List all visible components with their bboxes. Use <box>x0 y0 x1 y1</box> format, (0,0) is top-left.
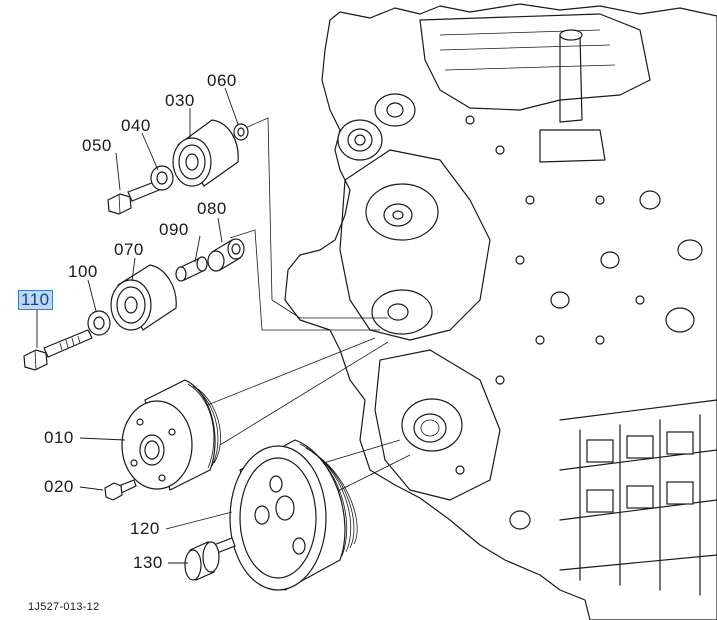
callout-050[interactable]: 050 <box>82 136 112 155</box>
part-070-pulley <box>110 264 177 331</box>
callout-070[interactable]: 070 <box>114 240 144 259</box>
callout-080[interactable]: 080 <box>197 199 227 218</box>
part-010-pulley <box>121 379 221 491</box>
part-020-bolt <box>104 479 137 501</box>
part-100-washer <box>87 310 111 336</box>
callout-120[interactable]: 120 <box>130 519 160 538</box>
callout-040[interactable]: 040 <box>121 116 151 135</box>
part-110-bolt <box>23 329 93 371</box>
engine-block <box>284 3 717 620</box>
part-120-pulley <box>229 439 358 591</box>
callout-leaders <box>36 87 239 564</box>
callout-110[interactable]: 110 <box>18 290 53 310</box>
callout-100[interactable]: 100 <box>68 262 98 281</box>
callout-090[interactable]: 090 <box>159 220 189 239</box>
callout-010[interactable]: 010 <box>44 428 74 447</box>
part-080-bushing <box>207 238 245 272</box>
part-040-washer <box>150 165 174 191</box>
drawing-code: 1J527-013-12 <box>28 601 100 613</box>
callout-130[interactable]: 130 <box>133 553 163 572</box>
part-090-spacer <box>175 256 208 282</box>
callout-030[interactable]: 030 <box>165 91 195 110</box>
part-130-bolt <box>184 537 236 581</box>
callout-060[interactable]: 060 <box>207 71 237 90</box>
callout-020[interactable]: 020 <box>44 477 74 496</box>
part-030-pulley <box>172 119 239 187</box>
part-060-collar <box>233 123 249 141</box>
